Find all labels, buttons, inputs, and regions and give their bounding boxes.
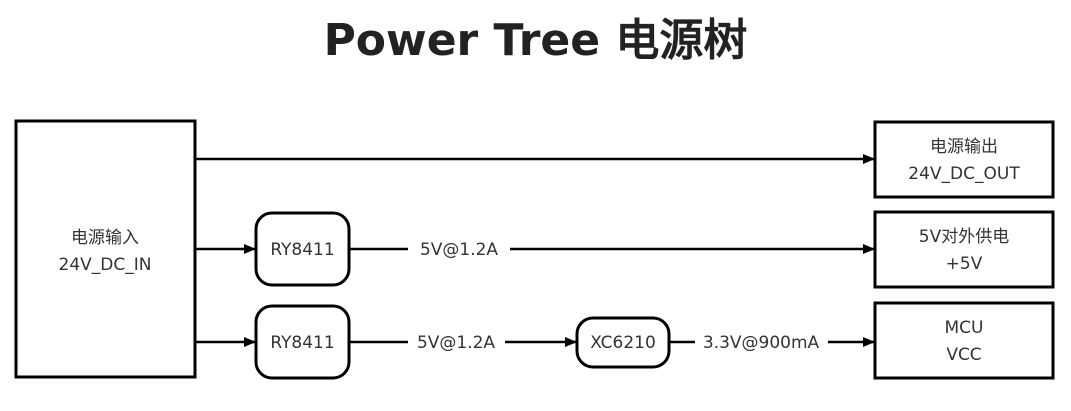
- edge-label-reg1-out: 5V@1.2A: [420, 240, 498, 260]
- node-5v-external-line1: 5V对外供电: [919, 227, 1009, 247]
- node-power-input-line2: 24V_DC_IN: [59, 255, 152, 275]
- node-mcu-line2: VCC: [946, 345, 981, 365]
- node-ldo: XC6210: [575, 316, 671, 369]
- node-mcu-line1: MCU: [945, 318, 984, 338]
- node-regulator-1-label: RY8411: [270, 240, 334, 260]
- node-mcu: MCU VCC: [873, 301, 1055, 380]
- diagram-title: Power Tree 电源树: [323, 15, 748, 66]
- node-output-24v-line2: 24V_DC_OUT: [908, 164, 1020, 184]
- node-5v-external-line2: +5V: [946, 254, 983, 274]
- node-regulator-1: RY8411: [254, 211, 351, 287]
- edge-label-reg2-out: 5V@1.2A: [417, 333, 495, 353]
- node-power-output-24v: 电源输出 24V_DC_OUT: [873, 120, 1055, 199]
- node-regulator-2-label: RY8411: [270, 333, 334, 353]
- node-5v-external: 5V对外供电 +5V: [873, 210, 1055, 289]
- edge-label-ldo-out: 3.3V@900mA: [703, 333, 820, 353]
- node-ldo-label: XC6210: [590, 333, 656, 353]
- node-power-input: 电源输入 24V_DC_IN: [14, 119, 197, 379]
- node-power-input-line1: 电源输入: [71, 228, 139, 248]
- node-output-24v-line1: 电源输出: [930, 137, 998, 157]
- node-regulator-2: RY8411: [254, 304, 351, 380]
